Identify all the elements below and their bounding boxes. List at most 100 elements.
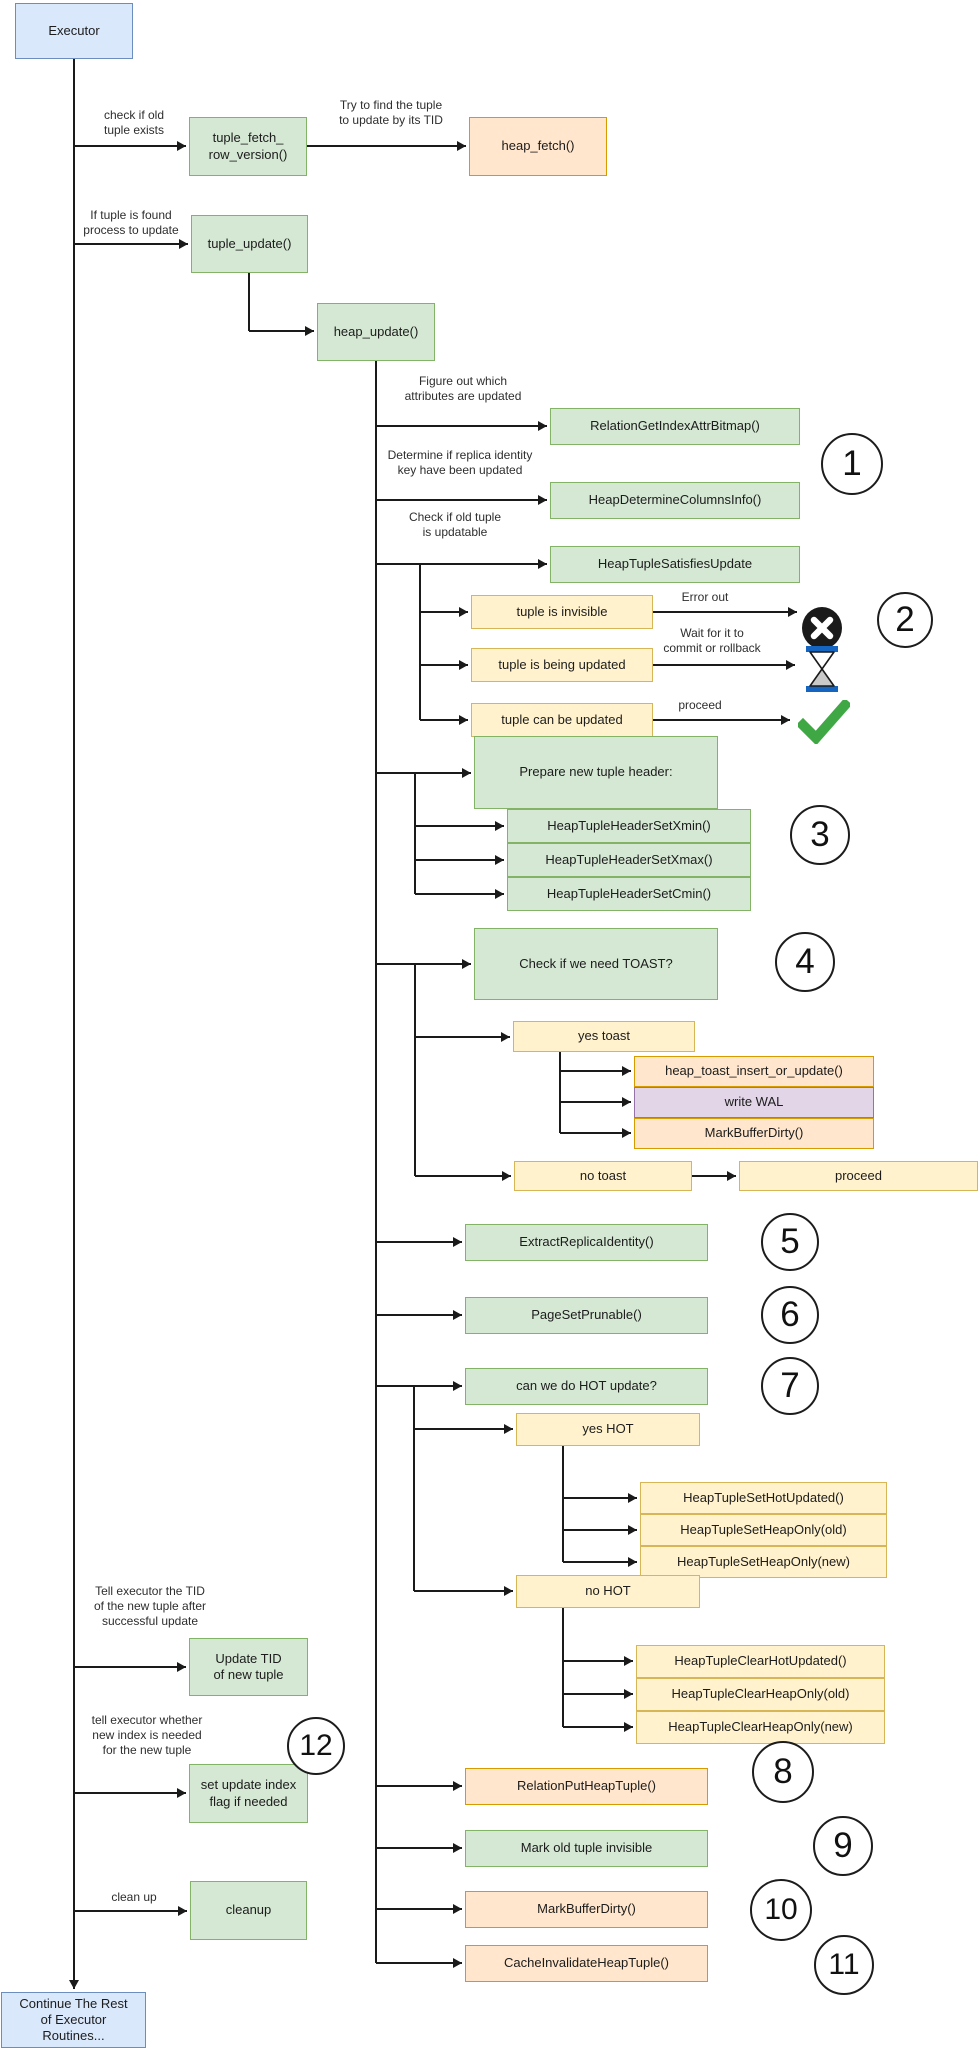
connector-line <box>376 1785 462 1787</box>
node-heap-fetch-label: heap_fetch() <box>501 138 575 154</box>
arrowhead <box>453 1310 462 1320</box>
arrowhead <box>502 1171 511 1181</box>
connector-line <box>692 1175 736 1177</box>
connector-line <box>563 1660 633 1662</box>
node-update-tid-of-new-tuple: Update TID of new tuple <box>189 1638 308 1696</box>
arrowhead <box>501 1032 510 1042</box>
node-mark-old-tuple-invisible: Mark old tuple invisible <box>465 1830 708 1867</box>
node-heap-tuple-clear-hot-updated: HeapTupleClearHotUpdated() <box>636 1645 885 1678</box>
node-heap-tuple-satisfies-update-label: HeapTupleSatisfiesUpdate <box>597 556 753 572</box>
node-yes-hot: yes HOT <box>516 1413 700 1446</box>
arrowhead <box>495 821 504 831</box>
node-prepare-new-tuple-header-label: Prepare new tuple header: <box>519 764 673 780</box>
node-mark-buffer-dirty: MarkBufferDirty() <box>465 1891 708 1928</box>
success-check-icon <box>795 697 853 746</box>
node-prepare-new-tuple-header: Prepare new tuple header: <box>474 736 718 809</box>
node-cache-invalidate-heap-tuple-label: CacheInvalidateHeapTuple() <box>503 1955 669 1971</box>
node-check-if-we-need-toast: Check if we need TOAST? <box>474 928 718 1000</box>
node-heap-tuple-clear-heap-only-new: HeapTupleClearHeapOnly(new) <box>636 1711 885 1744</box>
step-badge-3: 3 <box>790 805 850 865</box>
node-write-wal: write WAL <box>634 1087 874 1118</box>
step-badge-8: 8 <box>752 1741 814 1803</box>
connector-line <box>376 963 471 965</box>
connector-line <box>563 1561 637 1563</box>
node-mark-buffer-dirty-label: MarkBufferDirty() <box>537 1901 636 1917</box>
arrowhead <box>727 1171 736 1181</box>
connector-line <box>376 1241 462 1243</box>
node-heap-toast-insert-or-update: heap_toast_insert_or_update() <box>634 1056 874 1087</box>
arrowhead <box>622 1128 631 1138</box>
arrowhead <box>788 607 797 617</box>
label-wait-commit-rollback: Wait for it to commit or rollback <box>663 626 761 655</box>
label-tell-executor-tid: Tell executor the TID of the new tuple a… <box>93 1584 207 1628</box>
node-tuple-update: tuple_update() <box>191 215 308 273</box>
arrowhead <box>538 495 547 505</box>
label-if-tuple-found: If tuple is found process to update <box>83 208 179 237</box>
step-badge-6: 6 <box>761 1286 819 1344</box>
connector-line <box>420 719 468 721</box>
connector-line <box>415 1036 510 1038</box>
node-relation-put-heap-tuple-label: RelationPutHeapTuple() <box>517 1778 656 1794</box>
step-badge-12: 12 <box>287 1717 345 1775</box>
node-heap-tuple-set-heap-only-new-label: HeapTupleSetHeapOnly(new) <box>677 1553 850 1569</box>
node-heap-tuple-clear-heap-only-new-label: HeapTupleClearHeapOnly(new) <box>668 1719 853 1735</box>
connector-line <box>74 1910 187 1912</box>
step-badge-9: 9 <box>813 1816 873 1876</box>
connector-line <box>560 1132 631 1134</box>
arrowhead <box>624 1656 633 1666</box>
arrowhead <box>781 715 790 725</box>
arrowhead <box>459 715 468 725</box>
node-can-we-do-hot-update-label: can we do HOT update? <box>516 1378 657 1394</box>
arrowhead <box>459 607 468 617</box>
connector-line <box>376 1385 462 1387</box>
hourglass-icon <box>803 645 841 693</box>
node-heap-tuple-set-heap-only-old-label: HeapTupleSetHeapOnly(old) <box>680 1521 847 1537</box>
step-badge-5: 5 <box>761 1213 819 1271</box>
arrowhead <box>453 1781 462 1791</box>
node-heap-determine-columns-info: HeapDetermineColumnsInfo() <box>550 482 800 519</box>
arrowhead <box>453 1958 462 1968</box>
node-heap-tuple-header-set-xmin: HeapTupleHeaderSetXmin() <box>507 809 751 843</box>
step-badge-1: 1 <box>821 433 883 495</box>
node-can-we-do-hot-update: can we do HOT update? <box>465 1368 708 1405</box>
label-clean-up: clean up <box>111 1890 157 1904</box>
node-heap-fetch: heap_fetch() <box>469 117 607 176</box>
connector-line <box>653 719 790 721</box>
node-no-toast-label: no toast <box>579 1167 627 1183</box>
connector-line <box>73 59 75 1989</box>
connector-line <box>74 243 188 245</box>
node-tuple-fetch-row-version: tuple_fetch_ row_version() <box>189 117 307 176</box>
node-extract-replica-identity: ExtractReplicaIdentity() <box>465 1224 708 1261</box>
connector-line <box>376 1908 462 1910</box>
node-tuple-update-label: tuple_update() <box>207 235 292 251</box>
node-heap-tuple-set-hot-updated-label: HeapTupleSetHotUpdated() <box>683 1489 844 1505</box>
node-heap-tuple-set-heap-only-old: HeapTupleSetHeapOnly(old) <box>640 1514 887 1546</box>
node-set-update-index-flag-label: set update index flag if needed <box>200 1777 297 1809</box>
connector-line <box>414 1428 513 1430</box>
connector-line <box>560 1101 631 1103</box>
node-heap-tuple-header-set-xmax: HeapTupleHeaderSetXmax() <box>507 843 751 877</box>
node-proceed: proceed <box>739 1161 978 1191</box>
node-heap-tuple-header-set-xmax-label: HeapTupleHeaderSetXmax() <box>545 851 713 867</box>
node-executor-label: Executor <box>48 22 100 38</box>
connector-line <box>376 425 547 427</box>
node-tuple-is-invisible: tuple is invisible <box>471 595 653 629</box>
node-relation-get-index-attr-bitmap-label: RelationGetIndexAttrBitmap() <box>590 418 760 434</box>
connector-line <box>653 664 795 666</box>
arrowhead <box>462 959 471 969</box>
node-continue-rest-label: Continue The Rest of Executor Routines..… <box>19 1995 128 2044</box>
connector-line <box>376 499 547 501</box>
node-yes-toast-label: yes toast <box>577 1028 631 1044</box>
arrowhead <box>462 768 471 778</box>
connector-line <box>74 1666 186 1668</box>
connector-line <box>414 1590 513 1592</box>
node-relation-get-index-attr-bitmap: RelationGetIndexAttrBitmap() <box>550 408 800 445</box>
arrowhead <box>453 1904 462 1914</box>
arrowhead <box>453 1237 462 1247</box>
connector-line <box>415 1175 511 1177</box>
arrowhead <box>622 1066 631 1076</box>
label-check-if-old-tuple-exists: check if old tuple exists <box>103 108 165 137</box>
node-heap-tuple-header-set-cmin: HeapTupleHeaderSetCmin() <box>507 877 751 911</box>
node-set-update-index-flag: set update index flag if needed <box>189 1764 308 1823</box>
node-mark-buffer-dirty-toast: MarkBufferDirty() <box>634 1118 874 1149</box>
